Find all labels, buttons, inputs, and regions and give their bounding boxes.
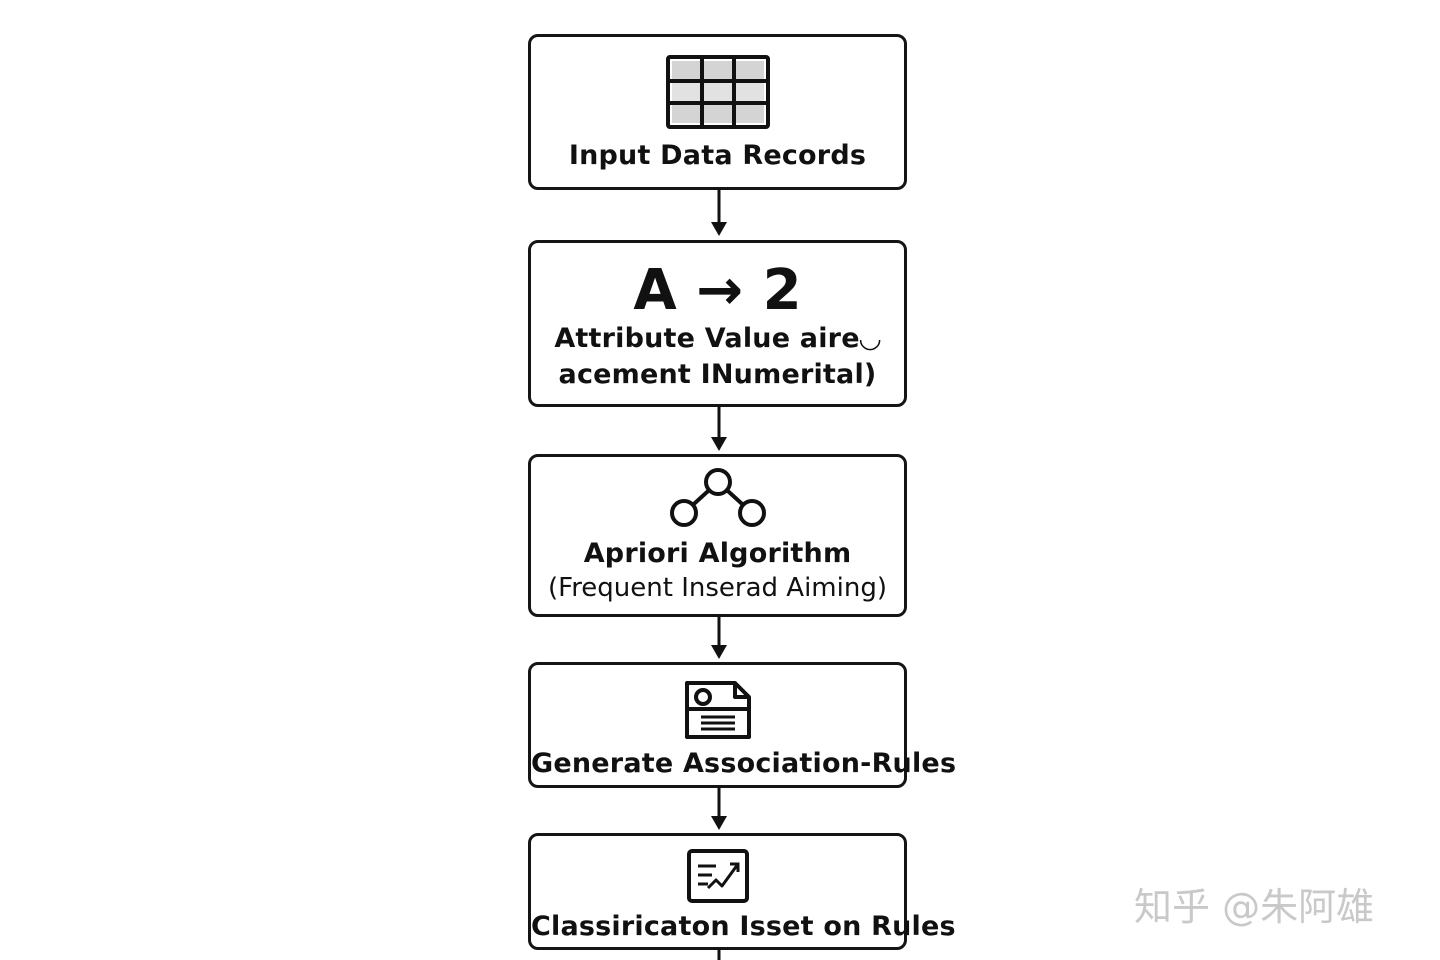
node-label-line1: Attribute Value aire◡ [554, 323, 881, 354]
table-icon [665, 55, 770, 129]
network-nodes-icon [669, 468, 766, 527]
arrow-down-icon [711, 405, 727, 451]
arrow-down-icon [711, 615, 727, 659]
node-sublabel: (Frequent Inserad Aiming) [547, 573, 887, 603]
formula-a-to-2: A → 2 [633, 258, 802, 323]
node-label-line2: acement INumerital) [558, 359, 877, 390]
node-apriori-algorithm: Apriori Algorithm (Frequent Inserad Aimi… [528, 454, 907, 617]
node-label: Input Data Records [568, 140, 867, 171]
node-label: Generate Association-Rules [531, 748, 957, 779]
arrow-down-icon [711, 188, 727, 236]
watermark: 知乎 @朱阿雄 [1134, 885, 1375, 929]
node-label: Apriori Algorithm [583, 538, 852, 569]
document-icon [684, 681, 751, 739]
node-classification: Classiricaton Isset on Rules [528, 833, 956, 950]
node-generate-association-rules: Generate Association-Rules [528, 662, 957, 788]
node-input-data-records: Input Data Records [528, 34, 907, 190]
arrow-down-icon [711, 786, 727, 830]
node-label: Classiricaton Isset on Rules [531, 911, 956, 942]
checklist-chart-icon [686, 849, 749, 903]
connector-line [717, 948, 721, 960]
node-attribute-value: A → 2 Attribute Value aire◡ acement INum… [528, 240, 907, 407]
